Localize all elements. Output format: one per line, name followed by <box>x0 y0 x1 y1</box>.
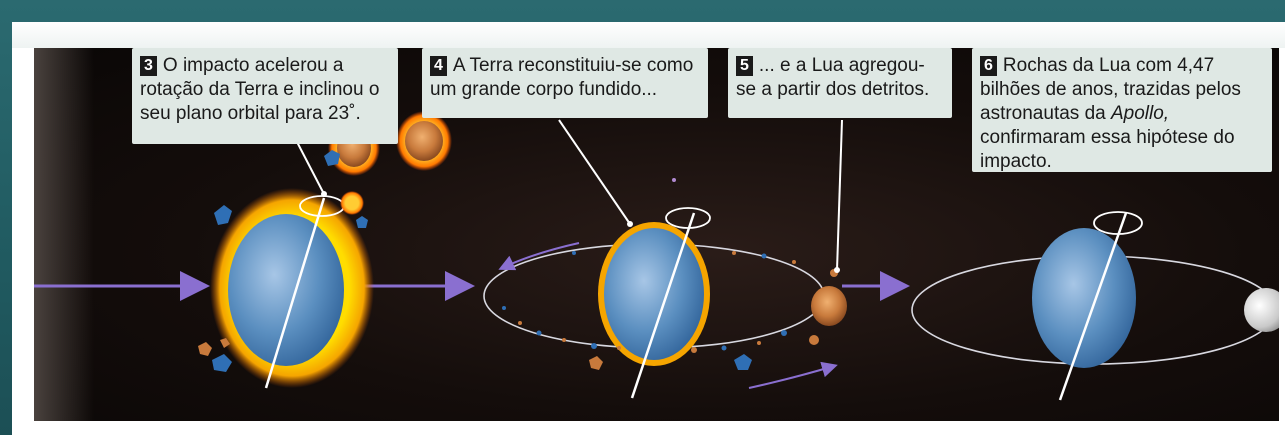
step4-orbit-arrow-top <box>498 242 580 271</box>
orange-debris-1 <box>198 342 212 356</box>
step-6-text-before: Rochas da Lua com 4,47 bilhões de anos, … <box>980 55 1241 124</box>
callout5-dot <box>834 267 840 273</box>
callout4-leader <box>558 119 631 225</box>
blue-debris-2 <box>324 150 340 166</box>
page-fold-shadow <box>34 48 94 421</box>
step-5-callout: 5... e a Lua agregou-se a partir dos det… <box>728 48 952 118</box>
step-5-text: ... e a Lua agregou-se a partir dos detr… <box>736 55 930 100</box>
blue-debris-1 <box>214 205 232 225</box>
orbit-debris <box>721 345 727 351</box>
step6-spin-ring <box>1093 211 1143 235</box>
step-6-number: 6 <box>980 56 997 76</box>
step6-axis <box>1058 212 1128 401</box>
blue-debris-3 <box>212 354 232 372</box>
step4-earth-group <box>483 178 847 399</box>
orbit-debris <box>562 338 566 342</box>
fire-rock-3 <box>340 191 364 215</box>
orbit-debris <box>617 346 621 350</box>
callout3-dot <box>321 191 327 197</box>
orange-debris-3 <box>589 356 603 370</box>
callout5-leader <box>836 119 843 271</box>
step4-earth <box>604 228 704 360</box>
orbit-debris <box>781 330 787 336</box>
orbit-debris <box>536 330 542 336</box>
callout3-leader <box>295 139 325 195</box>
step3-earth <box>228 214 344 366</box>
blue-debris-5 <box>734 354 752 370</box>
step4-spin-ring <box>665 207 711 229</box>
orbit-debris <box>591 343 597 349</box>
orbit-debris <box>732 251 736 255</box>
moon <box>1244 288 1279 332</box>
step3-earth-group <box>198 111 452 389</box>
orbit-debris <box>792 260 796 264</box>
step-6-text-italic: Apollo, <box>1110 103 1170 124</box>
orange-debris-2 <box>220 338 230 348</box>
step-3-number: 3 <box>140 56 157 76</box>
moonlet-clump <box>811 286 847 326</box>
callout4-dot <box>627 221 633 227</box>
step-3-text: O impacto acelerou a rotação da Terra e … <box>140 55 380 124</box>
orbit-debris <box>761 253 767 259</box>
orbit-debris <box>672 178 676 182</box>
step6-earth-group <box>911 211 1279 401</box>
orbit-debris <box>518 321 522 325</box>
page-bottom-margin <box>12 421 1285 435</box>
orbit-debris <box>691 347 697 353</box>
step-5-number: 5 <box>736 56 753 76</box>
page-top-margin <box>12 22 1285 48</box>
step4-orbit-arrow-bottom <box>748 361 838 389</box>
step-4-text: A Terra reconstituiu-se como um grande c… <box>430 55 694 100</box>
orbit-debris <box>809 335 819 345</box>
step3-axis <box>264 197 326 389</box>
orbit-debris <box>502 306 506 310</box>
step-4-number: 4 <box>430 56 447 76</box>
blue-debris-4 <box>356 216 368 228</box>
orbit-debris <box>757 341 761 345</box>
fire-rock-2-core <box>405 121 443 161</box>
step-6-text-after: confirmaram essa hipótese do impacto. <box>980 127 1235 172</box>
orbit-debris <box>572 251 576 255</box>
step4-axis <box>630 212 696 399</box>
step6-earth <box>1032 228 1136 368</box>
